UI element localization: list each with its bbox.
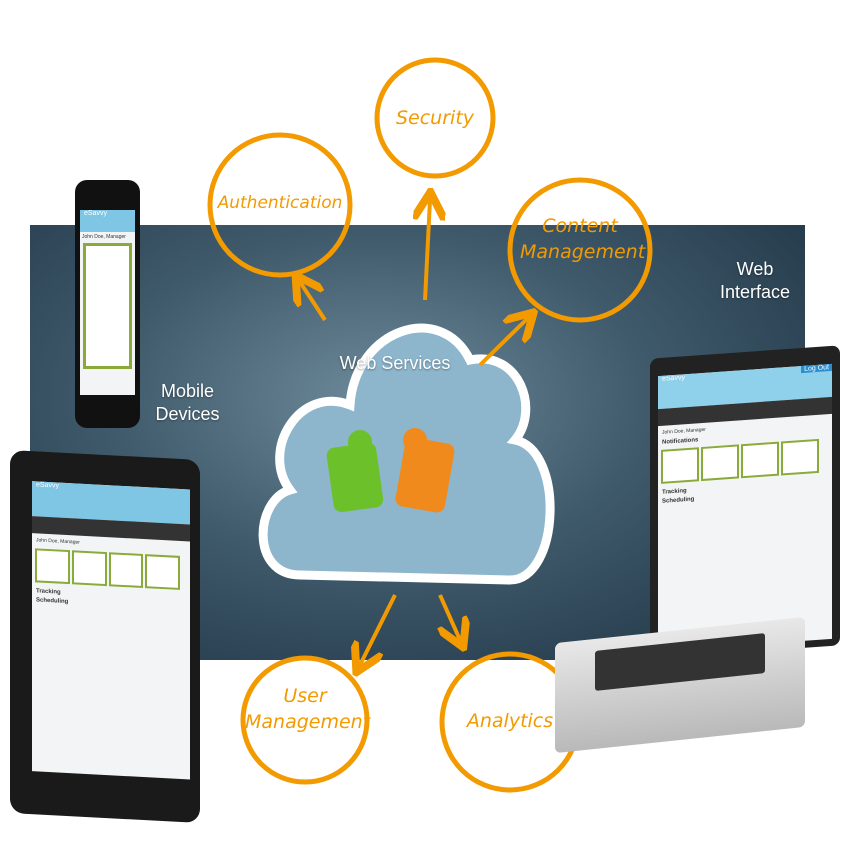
laptop-screen: eSavvy Log Out John Doe, Manager Notific… (650, 345, 840, 659)
arrow-to-analytics (440, 594, 460, 640)
tablet: eSavvy John Doe, Manager Tracking Schedu… (10, 450, 200, 823)
content-management-label: Content Management (520, 215, 646, 263)
mobile-devices-label: Mobile Devices (155, 381, 220, 424)
web-services-label: Web Services (339, 353, 451, 373)
authentication-label: Authentication (217, 193, 343, 213)
arrow-to-authentication (300, 282, 327, 322)
puzzle-piece-green (326, 442, 384, 513)
user-management-circle (240, 655, 370, 785)
content-management-circle (507, 177, 653, 323)
puzzle-piece-orange (395, 437, 455, 513)
arrow-to-content-management (478, 318, 528, 367)
keyboard (595, 633, 765, 691)
security-circle (374, 57, 496, 179)
logout-button[interactable]: Log Out (801, 363, 832, 374)
arrow-to-user-management (360, 594, 397, 665)
user-management-label: User Management (245, 685, 371, 733)
laptop-brand: eSavvy (662, 374, 685, 383)
phone-user: John Doe, Manager (82, 234, 126, 241)
web-interface-label: Web Interface (719, 259, 791, 302)
puzzle-knob-orange (403, 428, 427, 452)
security-label: Security (395, 107, 475, 129)
phone-brand: eSavvy (80, 210, 135, 233)
analytics-label: Analytics (466, 710, 554, 732)
mobile-phone: eSavvy John Doe, Manager (75, 180, 140, 428)
puzzle-knob-green (348, 430, 372, 454)
arrow-to-security (425, 200, 430, 301)
authentication-circle (207, 132, 353, 278)
